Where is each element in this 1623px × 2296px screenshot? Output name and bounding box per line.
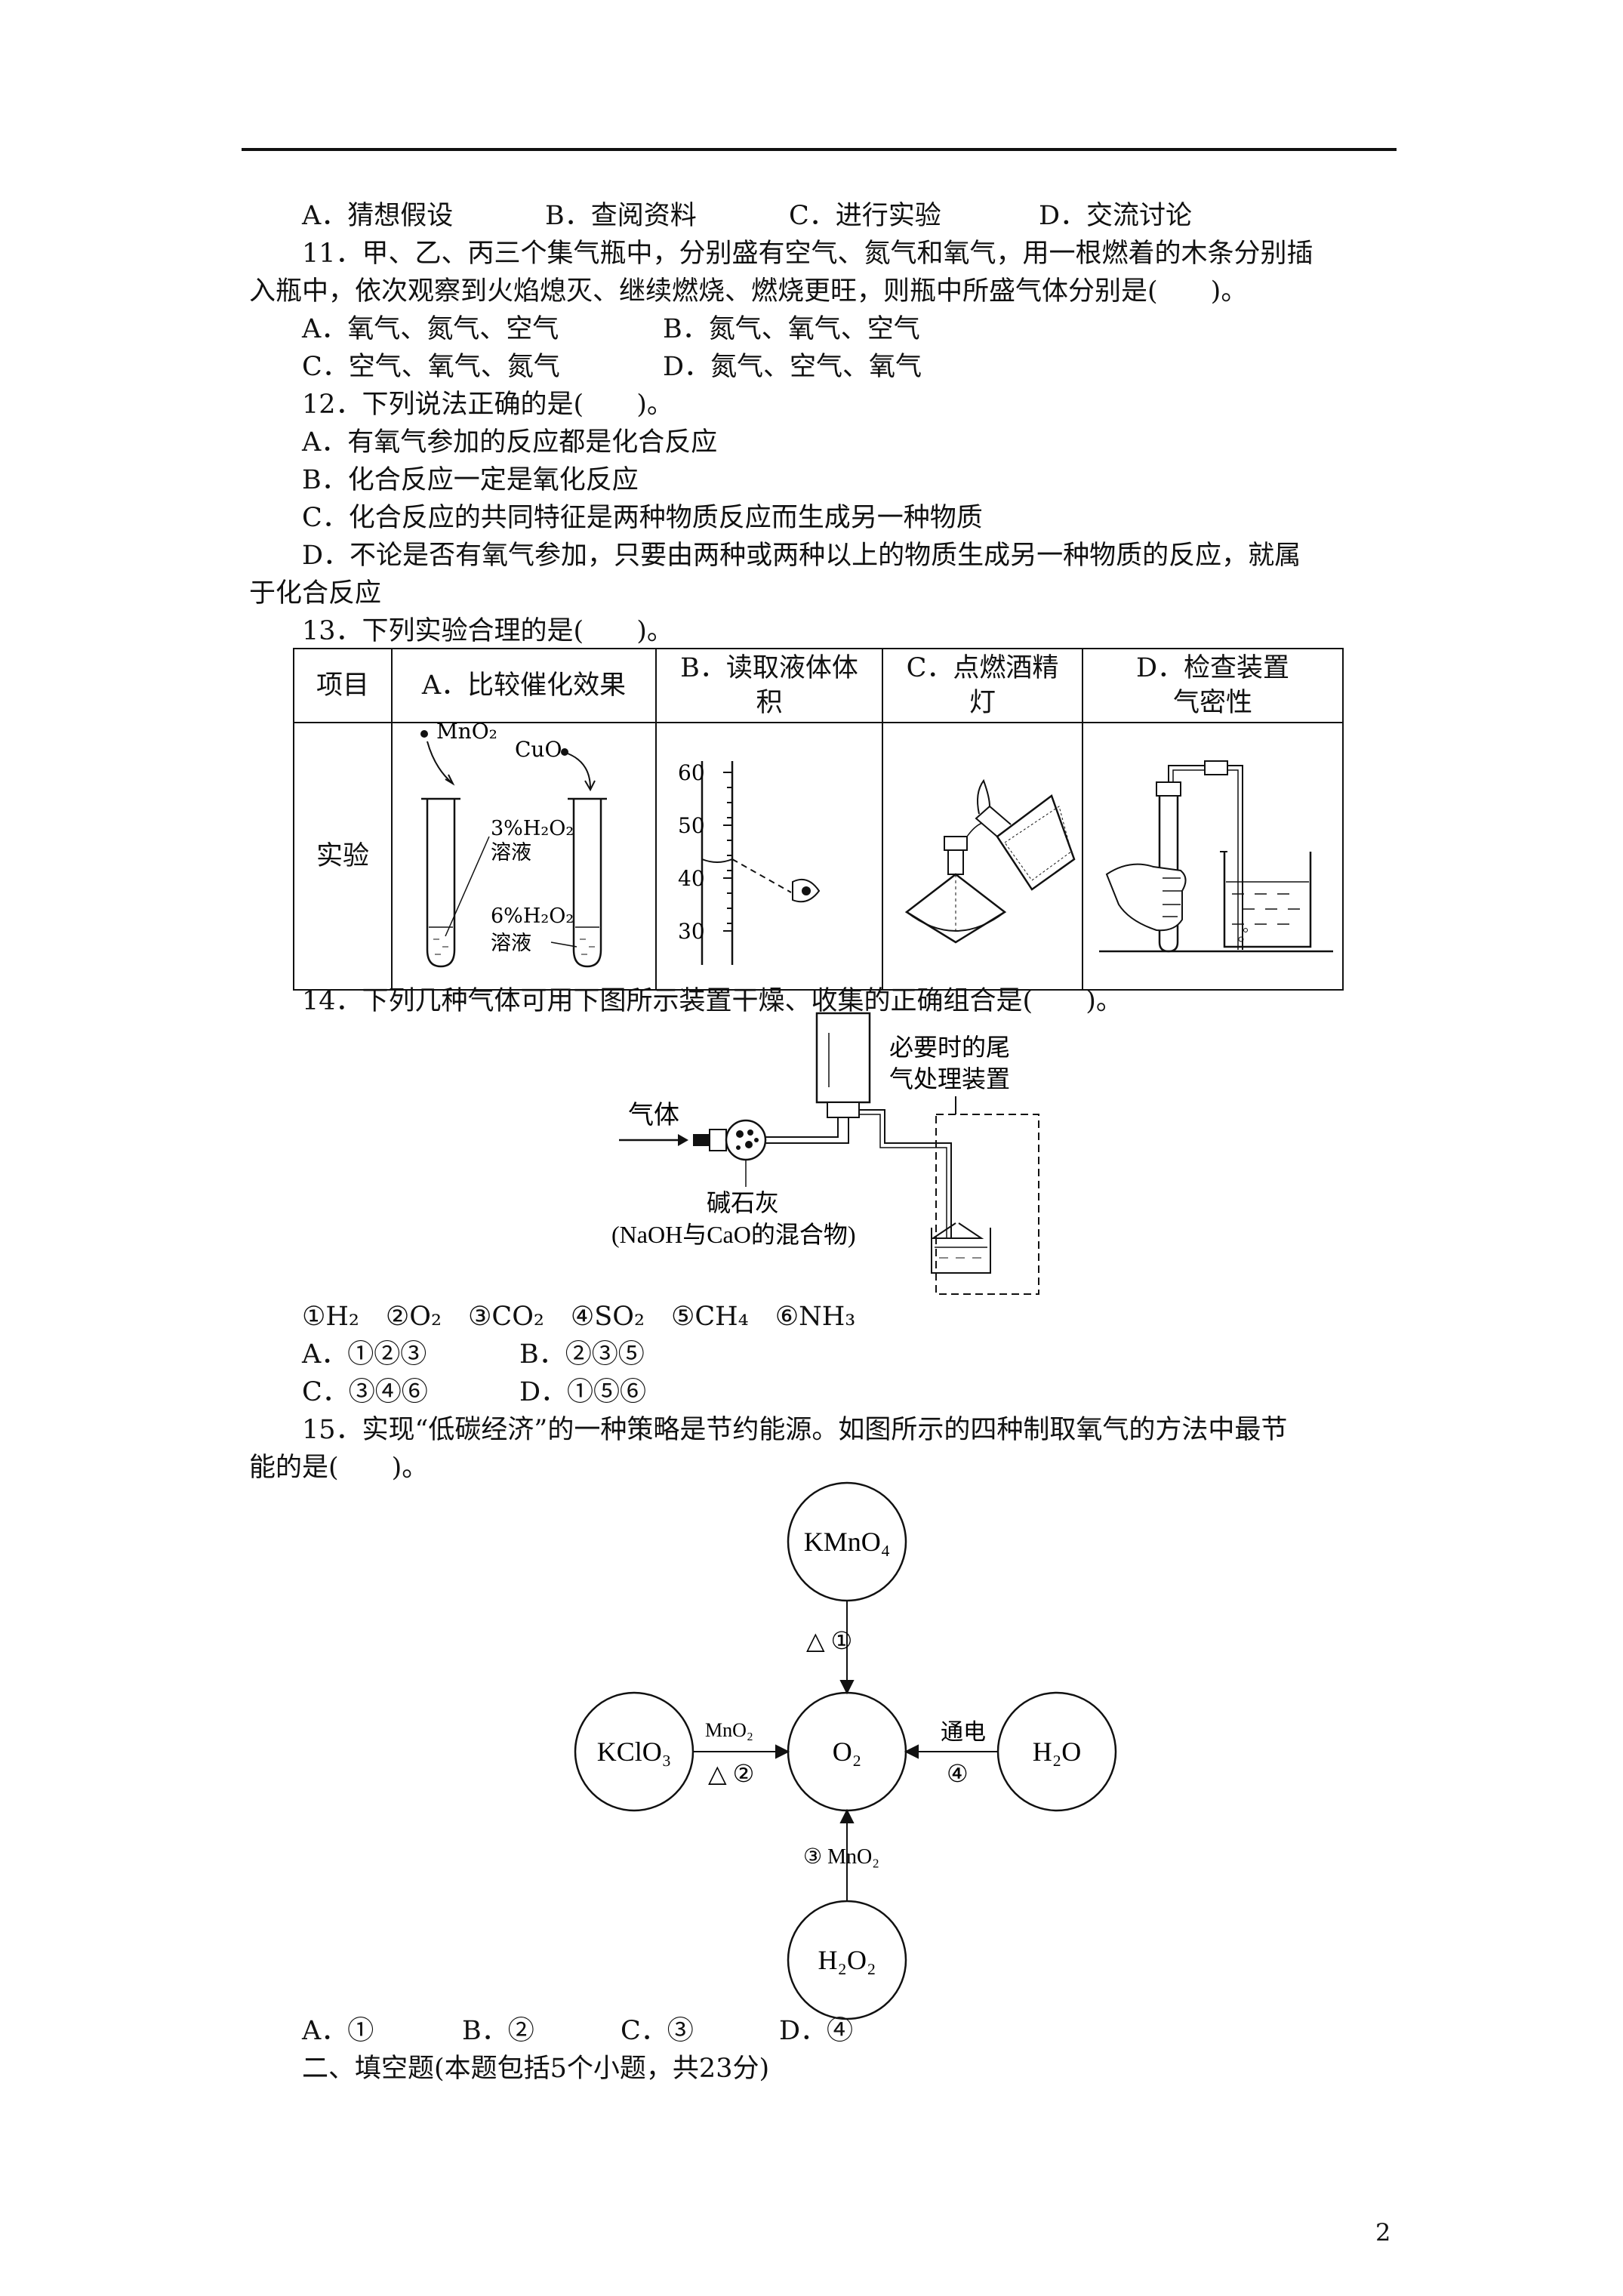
alcohol-lamp-figure bbox=[904, 778, 1075, 944]
q14-apparatus-figure: 气体 必要时的尾 气处理装置 碱石灰 (NaOH与CaO的混合物) bbox=[611, 1012, 1039, 1295]
q14-option-b: B．②③⑤ bbox=[519, 1339, 645, 1370]
page-number: 2 bbox=[1375, 2218, 1391, 2247]
arrow-2-bottom-label: △ ② bbox=[708, 1760, 754, 1787]
right-solution-word: 溶液 bbox=[491, 932, 531, 955]
q11-option-c: C．空气、氧气、氮气 bbox=[302, 352, 560, 382]
soda-lime-label: 碱石灰 bbox=[707, 1189, 779, 1216]
cuo-label: CuO bbox=[515, 737, 562, 762]
tail-gas-line1: 必要时的尾 bbox=[889, 1034, 1010, 1061]
soda-lime-desc: (NaOH与CaO的混合物) bbox=[611, 1221, 856, 1248]
q13-header-c: C．点燃酒精 灯 bbox=[882, 648, 1083, 723]
tick-40: 40 bbox=[678, 866, 705, 891]
gas-label: 气体 bbox=[628, 1101, 679, 1130]
q13-figure-c bbox=[882, 722, 1083, 991]
kmno4-label: KMnO₄ bbox=[804, 1527, 891, 1557]
eye-icon bbox=[792, 879, 821, 903]
catalyst-compare-figure: MnO₂ CuO 3%H₂O₂ 溶液 6%H₂O₂ bbox=[420, 719, 607, 968]
soda-lime-tube-icon bbox=[725, 1119, 767, 1161]
hand-icon bbox=[1105, 863, 1186, 932]
q13-header-item: 项目 bbox=[293, 648, 393, 723]
q11-option-d: D．氮气、空气、氧气 bbox=[663, 352, 922, 382]
q13-header-b: B．读取液体体 积 bbox=[655, 648, 883, 723]
h2o-label: H₂O bbox=[1033, 1737, 1082, 1767]
tick-50: 50 bbox=[678, 813, 705, 838]
tail-gas-box bbox=[935, 1114, 1039, 1295]
tail-gas-line2: 气处理装置 bbox=[889, 1065, 1010, 1093]
collecting-bottle-icon bbox=[815, 1012, 871, 1104]
q15-oxygen-methods-diagram: KMnO₄ O₂ KClO₃ H₂O H₂O₂ △ ① MnO₂ △ ② 通电 … bbox=[574, 1481, 1117, 2020]
o2-label: O₂ bbox=[833, 1737, 862, 1767]
q14-option-c: C．③④⑥ bbox=[302, 1377, 428, 1407]
q13-header-a: A．比较催化效果 bbox=[391, 648, 657, 723]
header-rule bbox=[242, 148, 1397, 151]
arrow-4-top-label: 通电 bbox=[941, 1720, 986, 1745]
mno2-label: MnO₂ bbox=[436, 723, 497, 744]
q14-gas-list: ①H₂ ②O₂ ③CO₂ ④SO₂ ⑤CH₄ ⑥NH₃ bbox=[302, 1302, 856, 1332]
q12-stem: 12．下列说法正确的是( )。 bbox=[302, 390, 673, 420]
arrow-2-top-label: MnO₂ bbox=[705, 1719, 753, 1741]
tick-60: 60 bbox=[678, 760, 705, 785]
flame-icon bbox=[976, 778, 990, 815]
q15-option-c: C．③ bbox=[621, 2016, 694, 2046]
q12-option-a: A．有氧气参加的反应都是化合反应 bbox=[302, 427, 718, 458]
q15-option-d: D．④ bbox=[779, 2016, 854, 2046]
q11-stem-line2: 入瓶中，依次观察到火焰熄灭、继续燃烧、燃烧更旺，则瓶中所盛气体分别是( )。 bbox=[249, 276, 1248, 307]
q10-option-a: A．猜想假设 bbox=[302, 201, 454, 231]
airtightness-figure bbox=[1098, 760, 1333, 953]
q12-option-c: C．化合反应的共同特征是两种物质反应而生成另一种物质 bbox=[302, 503, 983, 533]
section-2-heading: 二、填空题(本题包括5个小题，共23分) bbox=[302, 2054, 770, 2084]
tick-30: 30 bbox=[678, 919, 705, 944]
q12-option-d: D．不论是否有氧气参加，只要由两种或两种以上的物质生成另一种物质的反应，就属 bbox=[302, 541, 1301, 571]
q11-option-a: A．氧气、氮气、空气 bbox=[302, 314, 559, 344]
q15-stem-line1: 15．实现“低碳经济”的一种策略是节约能源。如图所示的四种制取氧气的方法中最节 bbox=[302, 1415, 1288, 1445]
q13-figure-a: MnO₂ CuO 3%H₂O₂ 溶液 6%H₂O₂ bbox=[391, 719, 657, 991]
q12-option-b: B．化合反应一定是氧化反应 bbox=[302, 465, 639, 495]
right-solution-label: 6%H₂O₂ bbox=[491, 905, 574, 928]
q13-table: 项目 A．比较催化效果 B．读取液体体 积 C．点燃酒精 灯 D．检查装置 气密… bbox=[293, 648, 1344, 991]
q10-option-b: B．查阅资料 bbox=[545, 201, 697, 231]
q10-option-d: D．交流讨论 bbox=[1039, 201, 1193, 231]
q15-option-a: A．① bbox=[302, 2016, 374, 2046]
q15-option-b: B．② bbox=[462, 2016, 534, 2046]
q13-header-d: D．检查装置 气密性 bbox=[1082, 648, 1344, 723]
kclo3-label: KClO₃ bbox=[597, 1737, 672, 1767]
q13-stem: 13．下列实验合理的是( )。 bbox=[302, 616, 673, 646]
arrow-3-label: ③ MnO₂ bbox=[803, 1845, 879, 1869]
q10-option-c: C．进行实验 bbox=[789, 201, 941, 231]
q14-stem: 14．下列几种气体可用下图所示装置干燥、收集的正确组合是( )。 bbox=[302, 986, 1123, 1016]
left-solution-label: 3%H₂O₂ bbox=[491, 817, 574, 840]
left-solution-word: 溶液 bbox=[491, 841, 531, 864]
arrow-1-label: △ ① bbox=[806, 1627, 852, 1654]
q13-figure-d bbox=[1082, 722, 1344, 991]
q15-stem-line2: 能的是( )。 bbox=[249, 1453, 429, 1483]
q13-figure-b: 60 50 40 30 bbox=[655, 722, 883, 991]
h2o2-label: H₂O₂ bbox=[818, 1945, 876, 1975]
cylinder-reading-figure: 60 50 40 30 bbox=[678, 760, 821, 965]
q13-row-label: 实验 bbox=[293, 722, 393, 991]
q14-option-a: A．①②③ bbox=[302, 1339, 427, 1370]
arrow-4-bottom-label: ④ bbox=[947, 1760, 969, 1787]
q11-option-b: B．氮气、氧气、空气 bbox=[663, 314, 920, 344]
q12-option-d-cont: 于化合反应 bbox=[249, 578, 382, 609]
q14-option-d: D．①⑤⑥ bbox=[519, 1377, 647, 1407]
q11-stem-line1: 11．甲、乙、丙三个集气瓶中，分别盛有空气、氮气和氧气，用一根燃着的木条分别插 bbox=[302, 239, 1313, 269]
